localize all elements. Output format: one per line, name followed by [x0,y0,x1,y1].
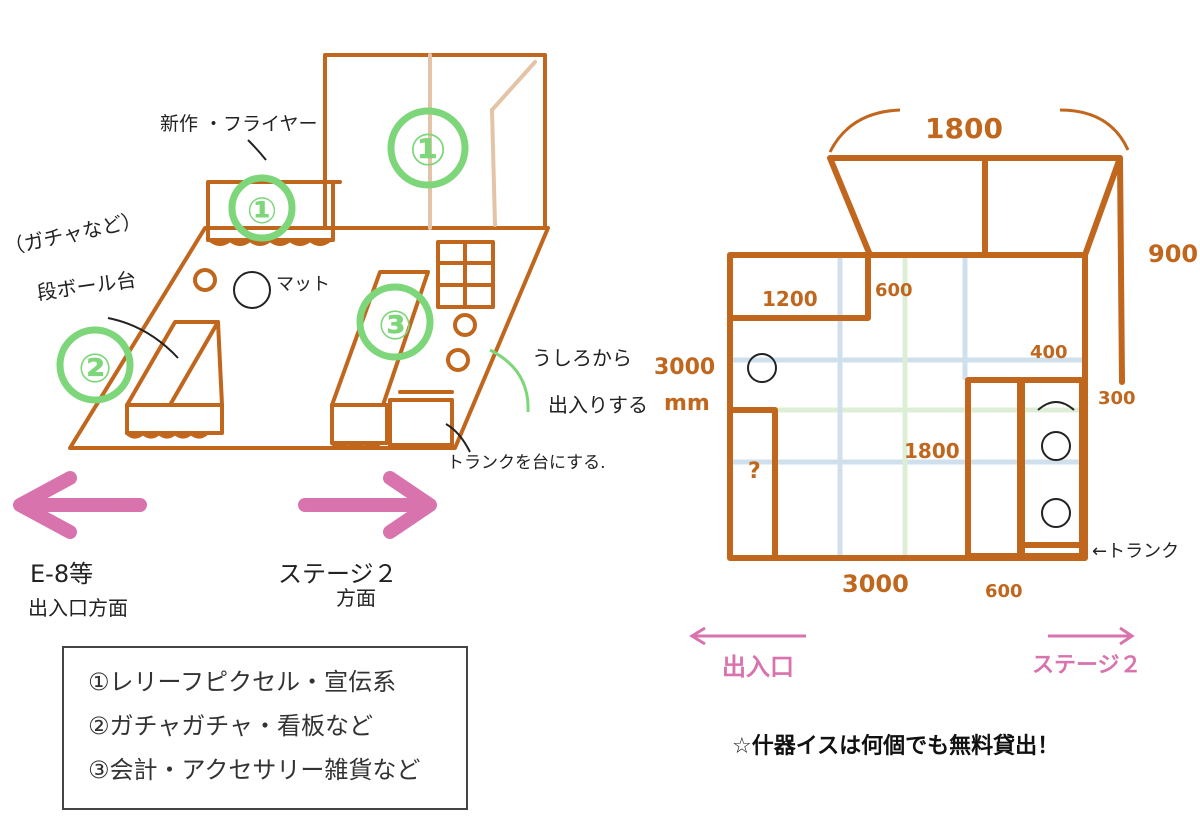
dim-arc-top [828,108,1130,153]
trunk-box [388,398,454,447]
dim-right-depth: 900 [1148,240,1198,268]
arrow-trunk [445,423,471,453]
table-2-cloth [125,431,209,439]
zone-marker-wall [387,107,469,189]
dim-inner-width: 1200 [762,287,818,311]
dim-right-small-depth: 300 [1098,388,1136,409]
plan-chair-right-2 [1041,498,1071,528]
plan-arrow-entrance-head [689,626,706,646]
table-3-cloth [330,441,382,449]
zone-marker-table-3 [356,283,434,361]
zone-markers-left: ① ① ② ③ [56,107,469,404]
label-mat: マット [276,274,330,295]
chair-left [193,268,217,292]
arrow-back-access [489,348,530,413]
dim-inner-depth: 600 [875,280,913,301]
zone-marker-table-1 [228,174,296,242]
plan-arrow-stage-head [1119,626,1135,646]
mat-circle [233,271,271,309]
label-dir-right-1: ステージ２ [278,560,398,588]
zone-marker-wall-label: ① [409,125,446,176]
legend-item-1: ①レリーフピクセル・宣伝系 [88,668,397,696]
dim-top-width: 1800 [925,112,1003,145]
dim-bottom-width: 3000 [842,570,909,598]
dim-right-small-width: 400 [1030,342,1068,363]
plan-chair-left [747,353,777,383]
arrow-stage-head [383,471,437,539]
label-trunk-base: トランクを台にする. [447,453,606,473]
direction-arrows-left: E-8等 出入口方面 ステージ２ 方面 [13,471,437,620]
label-dir-left-1: E-8等 [30,560,93,588]
plan-label-stage: ステージ２ [1032,653,1142,678]
arrow-flyer [247,139,267,161]
side-panel-edge [1117,155,1125,385]
legend-box: ①レリーフピクセル・宣伝系 ②ガチャガチャ・看板など ③会計・アクセサリー雑貨な… [62,646,468,810]
label-enter-exit: 出入りする [548,393,648,417]
zone-marker-table-1-label: ① [247,191,277,232]
direction-arrows-right: 出入口 ステージ２ [689,626,1142,681]
left-table [730,407,778,558]
dim-left-depth: 3000 [654,355,715,380]
arrow-entrance-head [13,471,77,539]
zone-marker-table-2 [56,326,134,404]
plan-chair-right-top [1037,401,1075,411]
dim-mid-depth: 1800 [904,439,960,463]
plan-label-entrance: 出入口 [722,653,794,681]
dim-left-unit: mm [664,391,710,416]
table-1-cloth [208,238,332,246]
free-chair-note: ☆什器イスは何個でも無料貸出！ [732,734,1060,759]
zone-marker-table-2-label: ② [78,346,112,392]
plan-chairs [747,353,1075,528]
label-gacha-etc: （ガチャなど） [2,207,144,260]
label-dir-right-2: 方面 [336,586,376,610]
plan-dimensions: 1800 900 1200 600 3000 mm 1800 3000 400 … [654,108,1198,602]
label-cardboard: 段ボール台 [35,267,137,305]
right-small-area [1019,377,1085,559]
inner-table-top [730,255,871,321]
label-new-flyer: 新作 ・フライヤー [160,113,317,135]
side-wall-line [490,108,497,227]
table-2-side [216,320,224,407]
plan-chair-right-1 [1041,431,1071,461]
label-trunk: ←トランク [1092,541,1179,562]
plan-outline [727,155,1125,561]
zone-marker-table-3-label: ③ [378,303,412,349]
chair-right-2 [446,348,470,372]
table-2-front [125,403,224,435]
legend-item-2: ②ガチャガチャ・看板など [88,712,374,740]
plan-grid [733,258,1085,555]
chair-right-1 [453,313,477,337]
arrow-cardboard [107,317,179,359]
label-unknown: ? [748,459,761,484]
label-from-back: うしろから [532,346,632,370]
legend-item-3: ③会計・アクセサリー雑貨など [88,756,421,784]
label-dir-left-2: 出入口方面 [28,596,128,620]
table-3-front [330,403,389,445]
perspective-sketch [68,53,550,450]
right-table [965,377,1023,559]
back-wall-panel [323,53,547,230]
back-panel-trapezoid [827,155,1123,258]
side-wall-edge [490,60,537,112]
dim-bottom-right-width: 600 [985,581,1023,602]
